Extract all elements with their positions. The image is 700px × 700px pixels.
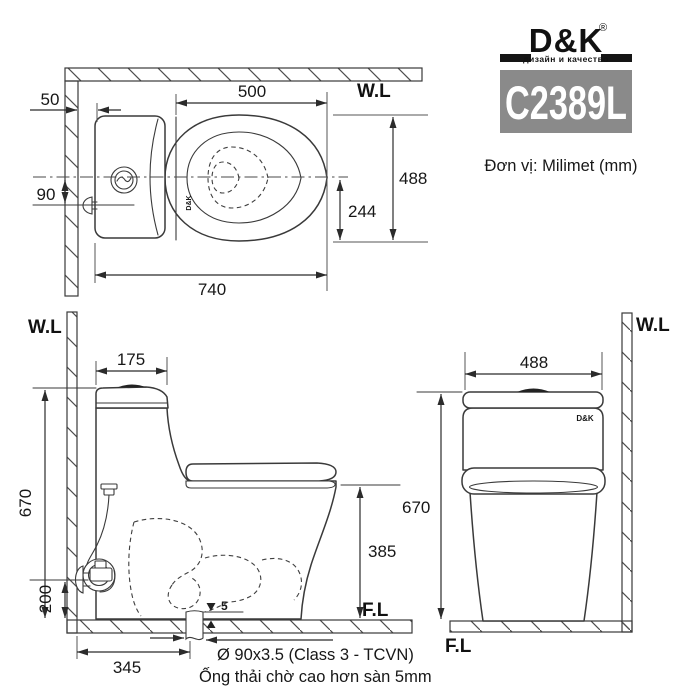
svg-text:740: 740 bbox=[198, 280, 226, 299]
top-view-wall-top bbox=[64, 67, 423, 82]
front-view-wall bbox=[621, 312, 633, 633]
water-surface-dashed bbox=[207, 146, 269, 209]
side-view-floor bbox=[66, 619, 413, 634]
seat-and-lid-side bbox=[185, 462, 337, 489]
svg-text:385: 385 bbox=[368, 542, 396, 561]
water-line-label-top: W.L bbox=[357, 81, 391, 102]
tagline-bar-left bbox=[500, 54, 531, 62]
water-line-label-front: W.L bbox=[636, 315, 670, 336]
svg-text:50: 50 bbox=[41, 90, 60, 109]
front-view: D&K 488 670 W.L F.L bbox=[402, 312, 670, 657]
brand-mark-front-view: D&K bbox=[576, 414, 594, 423]
svg-text:488: 488 bbox=[399, 169, 427, 188]
brand-logo: D&K ® дизайн и качество C2389L Đơn vị: M… bbox=[485, 22, 638, 175]
svg-text:244: 244 bbox=[348, 202, 376, 221]
floor-line-label-side: F.L bbox=[362, 600, 389, 621]
registered-mark: ® bbox=[599, 22, 607, 34]
tank-lid-front bbox=[462, 391, 604, 409]
brand-mark-top-view: D&K bbox=[186, 195, 193, 210]
svg-text:488: 488 bbox=[520, 353, 548, 372]
top-view: D&K 50 90 500 244 488 bbox=[30, 67, 428, 299]
tagline-bar-right bbox=[601, 54, 632, 62]
bowl-inner-outline bbox=[186, 131, 302, 224]
dim-seat-half-width: 244 bbox=[336, 180, 376, 240]
flush-button-icon bbox=[110, 166, 138, 194]
svg-text:500: 500 bbox=[238, 82, 266, 101]
svg-text:175: 175 bbox=[117, 350, 145, 369]
dim-overall-width: 488 bbox=[333, 114, 428, 243]
svg-text:670: 670 bbox=[402, 498, 430, 517]
svg-text:90: 90 bbox=[37, 185, 56, 204]
dim-drain-setout: 345 bbox=[76, 636, 191, 677]
top-view-wall-left bbox=[64, 80, 79, 297]
flush-button-front bbox=[517, 388, 550, 392]
trapway-dashed bbox=[128, 518, 303, 617]
side-view: 670 175 200 385 345 5 bbox=[16, 311, 432, 686]
dim-inlet-offset: 90 bbox=[37, 180, 69, 204]
dim-front-height: 670 bbox=[402, 391, 463, 619]
dim-inlet-height: 200 bbox=[29, 579, 89, 618]
brand-tagline: дизайн и качество bbox=[523, 54, 609, 64]
seat-rim-ellipse bbox=[468, 480, 599, 494]
svg-text:345: 345 bbox=[113, 658, 141, 677]
toilet-body-side-outline bbox=[95, 407, 337, 620]
tank-lid-side bbox=[95, 386, 169, 409]
dim-pipe-protrusion: 5 bbox=[203, 599, 244, 628]
dim-wall-clearance: 50 bbox=[30, 90, 121, 122]
drain-spec-note: Ø 90x3.5 (Class 3 - TCVN) bbox=[217, 646, 414, 664]
dim-rim-height: 385 bbox=[340, 484, 401, 618]
front-view-floor bbox=[449, 620, 633, 633]
model-number: C2389L bbox=[505, 76, 627, 129]
brand-name: D&K bbox=[529, 22, 604, 59]
flush-button-side bbox=[117, 384, 147, 388]
unit-note: Đơn vị: Milimet (mm) bbox=[485, 157, 638, 175]
side-view-wall bbox=[66, 311, 78, 634]
svg-text:670: 670 bbox=[16, 489, 35, 517]
pedestal-front bbox=[469, 491, 598, 622]
drain-height-note: Ống thải chờ cao hơn sàn 5mm bbox=[199, 666, 432, 686]
tank-front-curve bbox=[149, 118, 159, 236]
dim-front-width: 488 bbox=[464, 352, 603, 390]
bowl-outer-outline bbox=[164, 114, 328, 242]
dim-bowl-length: 500 bbox=[175, 82, 327, 115]
model-badge bbox=[500, 70, 632, 133]
drain-pipe bbox=[185, 610, 204, 641]
svg-text:5: 5 bbox=[221, 599, 228, 613]
water-line-label-side: W.L bbox=[28, 317, 62, 338]
floor-line-label-front: F.L bbox=[445, 636, 472, 657]
dim-overall-depth: 740 bbox=[94, 92, 328, 299]
dim-tank-depth: 175 bbox=[95, 350, 168, 385]
svg-text:200: 200 bbox=[36, 585, 55, 613]
